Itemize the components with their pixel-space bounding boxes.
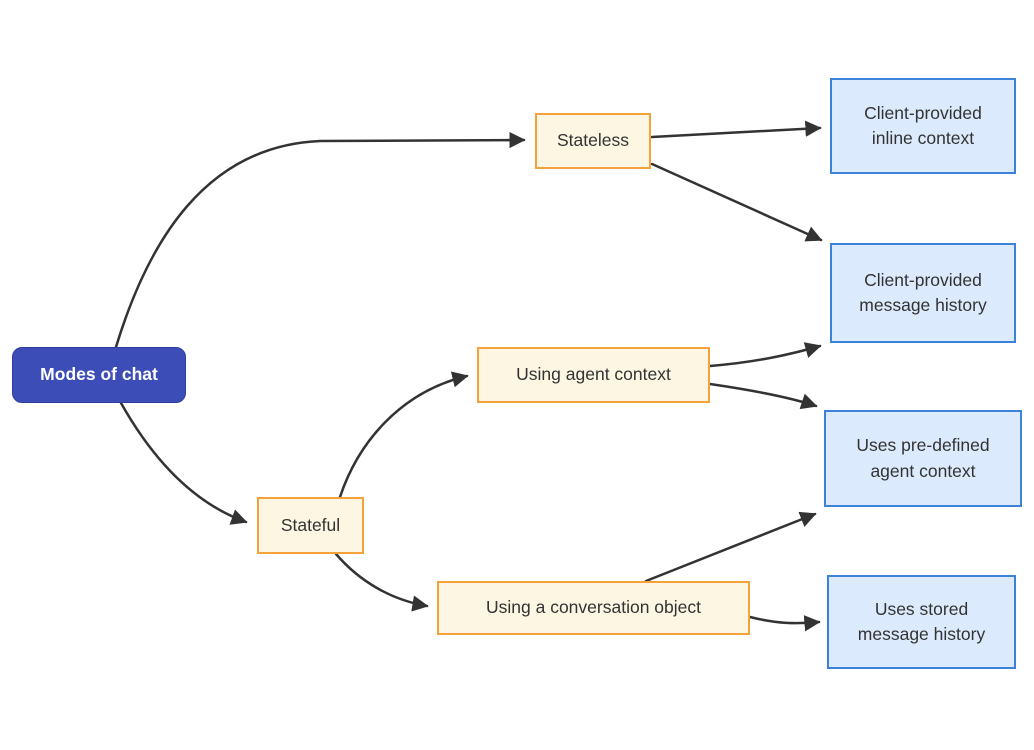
node-modes-of-chat-label: Modes of chat xyxy=(40,364,158,385)
node-client-provided-inline-context-label: Client-provided inline context xyxy=(864,102,982,148)
node-uses-stored-message-history: Uses stored message history xyxy=(827,575,1016,669)
node-using-a-conversation-object-label: Using a conversation object xyxy=(486,597,701,618)
edge-root-stateless xyxy=(114,131,526,349)
node-stateless: Stateless xyxy=(535,113,651,169)
edge-stateless-inline xyxy=(650,120,822,139)
edge-convobj-stored xyxy=(748,615,821,632)
node-stateful: Stateful xyxy=(257,497,364,554)
edge-convobj-predef xyxy=(644,511,817,583)
node-stateful-label: Stateful xyxy=(280,514,341,535)
node-using-agent-context: Using agent context xyxy=(477,347,710,403)
node-client-provided-message-history-label: Client-provided message history xyxy=(859,269,987,315)
edge-stateless-msghist xyxy=(650,162,823,242)
edge-stateful-convobj xyxy=(334,552,429,612)
node-client-provided-message-history: Client-provided message history xyxy=(830,243,1016,343)
edge-root-stateful xyxy=(119,401,248,525)
edge-stateful-agentctx xyxy=(338,371,469,499)
edge-agentctx-predef xyxy=(708,382,818,410)
node-using-agent-context-label: Using agent context xyxy=(516,364,671,385)
node-uses-stored-message-history-label: Uses stored message history xyxy=(857,598,986,644)
node-uses-pre-defined-agent-context-label: Uses pre-defined agent context xyxy=(856,435,990,481)
node-using-a-conversation-object: Using a conversation object xyxy=(437,581,750,635)
node-client-provided-inline-context: Client-provided inline context xyxy=(830,78,1016,174)
node-modes-of-chat: Modes of chat xyxy=(12,347,186,403)
node-stateless-label: Stateless xyxy=(557,130,629,151)
node-uses-pre-defined-agent-context: Uses pre-defined agent context xyxy=(824,410,1022,507)
edge-agentctx-msghist xyxy=(708,342,822,368)
